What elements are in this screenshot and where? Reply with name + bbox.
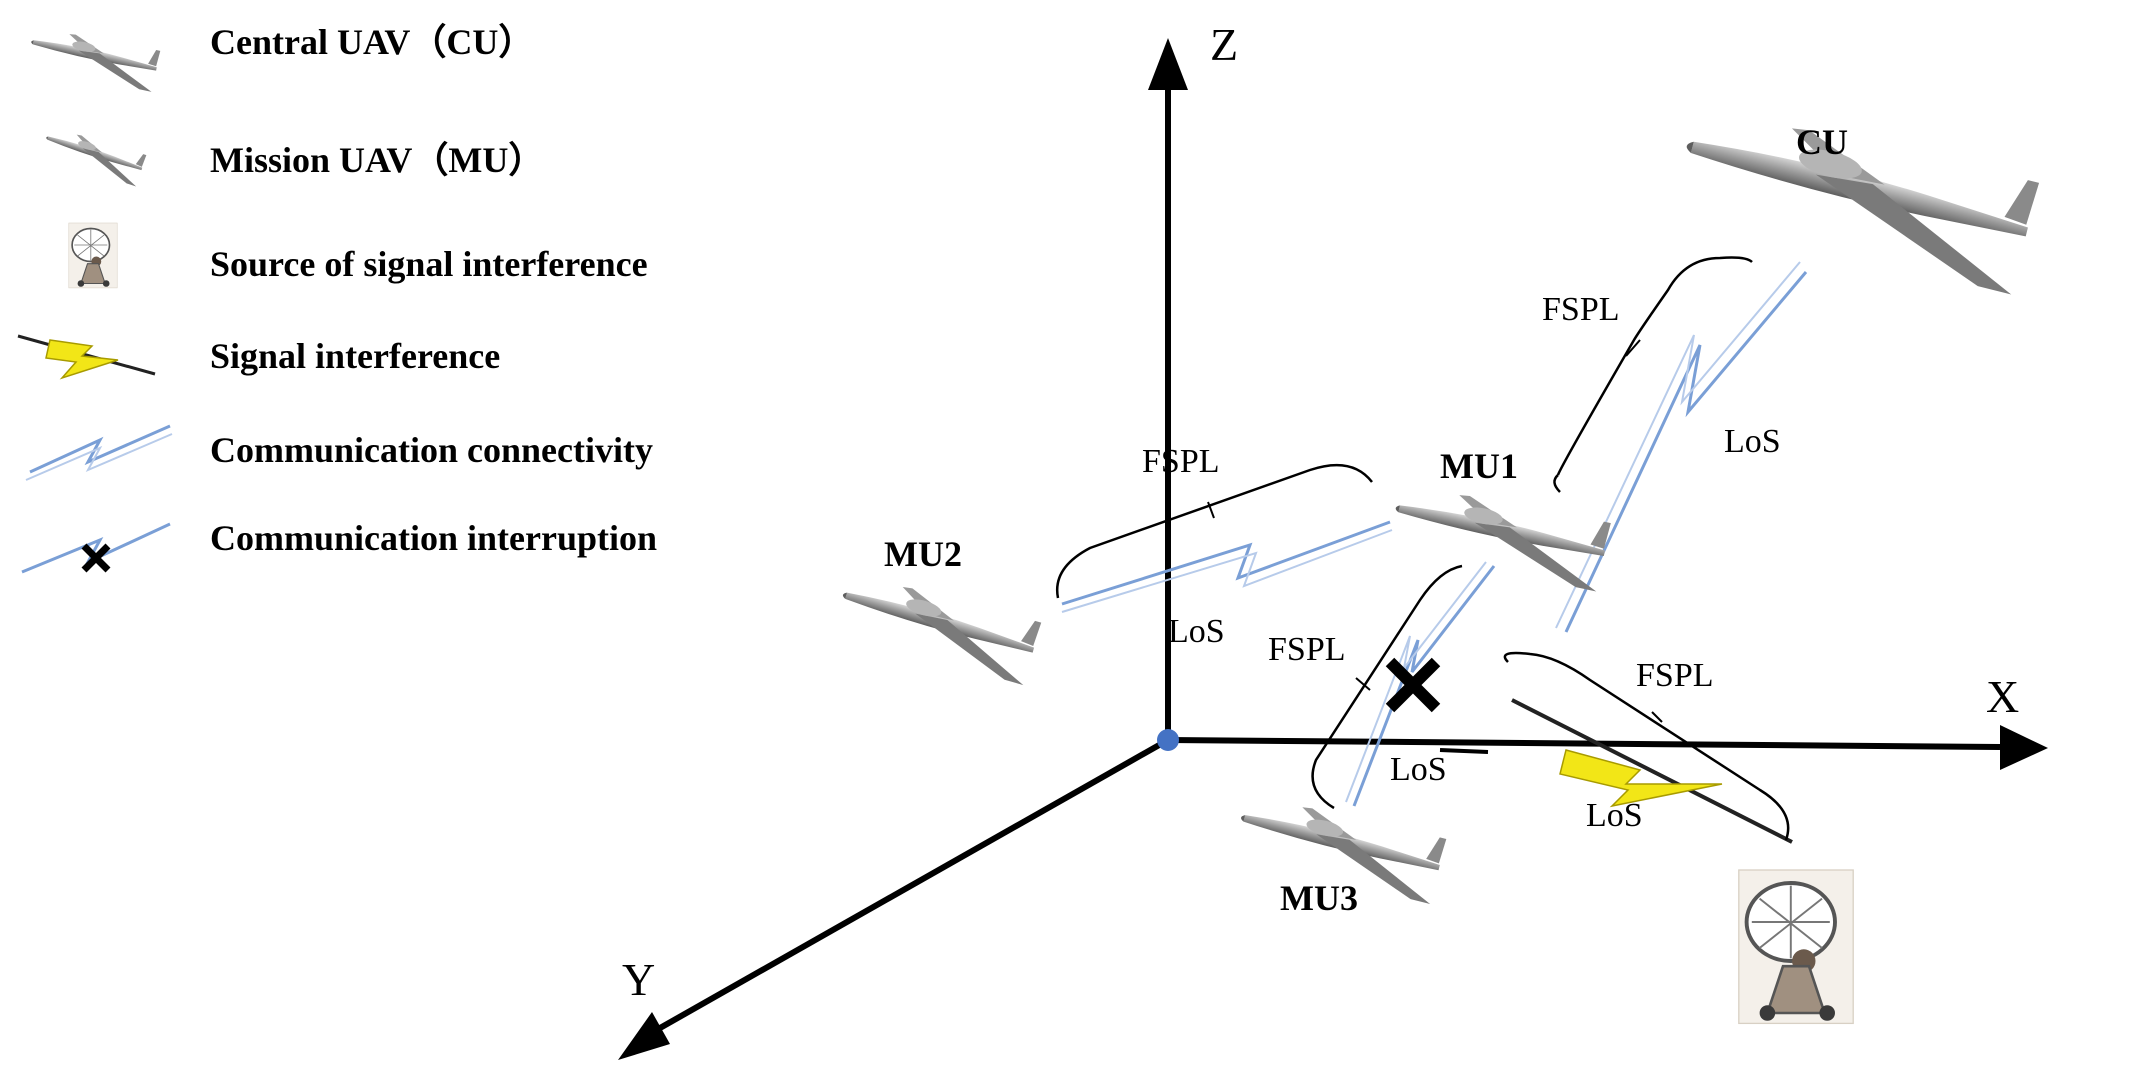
central-uav-icon	[26, 24, 161, 92]
legend-item-communication-interruption: Communication interruption	[21, 518, 657, 574]
mission-uav-icon	[1387, 478, 1611, 592]
link-loss-label: FSPL	[1268, 631, 1346, 668]
legend-item-signal-interference: Signal interference	[17, 334, 500, 380]
node-mu3: MU3	[1231, 789, 1447, 918]
legend-label: Central UAV（CU）	[210, 22, 534, 62]
legend-label: Signal interference	[210, 336, 500, 376]
legend-label: Communication interruption	[210, 518, 657, 558]
satellite-dish-icon	[1736, 868, 1856, 1026]
mission-uav-icon	[40, 124, 147, 187]
node-label: MU1	[1440, 446, 1518, 486]
link-mu1-cu: FSPL LoS	[1542, 256, 1808, 633]
node-label: MU3	[1280, 878, 1358, 918]
node-mu1: MU1	[1387, 446, 1611, 592]
x-axis-label: X	[1986, 671, 2019, 722]
legend-item-interference-source: Source of signal interference	[67, 222, 648, 289]
link-mu1-mu3: FSPL LoS	[1268, 561, 1496, 810]
node-mu2: MU2	[832, 534, 1042, 686]
link-loss-label: FSPL	[1542, 291, 1620, 328]
interference-source	[1736, 868, 1856, 1026]
z-axis: Z	[1148, 19, 1238, 740]
link-mu2-mu1: FSPL LoS	[1055, 443, 1393, 650]
zigzag-link-icon	[25, 424, 173, 481]
broken-link-icon	[21, 522, 171, 574]
link-path-label: LoS	[1390, 751, 1447, 788]
origin-point	[1157, 729, 1179, 751]
central-uav-icon	[1670, 98, 2040, 295]
link-loss-label: FSPL	[1142, 443, 1220, 480]
legend: Central UAV（CU） Mission UAV（MU） Source o…	[17, 22, 657, 574]
y-axis: Y	[618, 737, 1170, 1060]
link-interference: FSPL LoS	[1503, 651, 1793, 844]
node-label: MU2	[884, 534, 962, 574]
coordinate-axes: Z X Y	[618, 19, 2048, 1060]
legend-item-central-uav: Central UAV（CU）	[26, 22, 534, 92]
link-path-label: LoS	[1168, 613, 1225, 650]
link-loss-label: FSPL	[1636, 657, 1714, 694]
x-axis: X	[1167, 671, 2048, 770]
z-axis-label: Z	[1210, 19, 1238, 70]
interruption-x-icon	[1385, 657, 1441, 713]
legend-label: Mission UAV（MU）	[210, 140, 544, 180]
y-axis-label: Y	[622, 954, 655, 1005]
lightning-bolt-icon	[17, 334, 156, 380]
legend-label: Source of signal interference	[210, 244, 648, 284]
satellite-dish-icon	[67, 222, 119, 289]
link-path-label: LoS	[1586, 797, 1643, 834]
mission-uav-icon	[832, 567, 1042, 686]
node-cu: CU	[1670, 98, 2040, 295]
legend-label: Communication connectivity	[210, 430, 653, 470]
legend-item-communication-connectivity: Communication connectivity	[25, 424, 653, 481]
link-path-label: LoS	[1724, 423, 1781, 460]
node-label: CU	[1796, 122, 1848, 162]
legend-item-mission-uav: Mission UAV（MU）	[40, 124, 544, 187]
